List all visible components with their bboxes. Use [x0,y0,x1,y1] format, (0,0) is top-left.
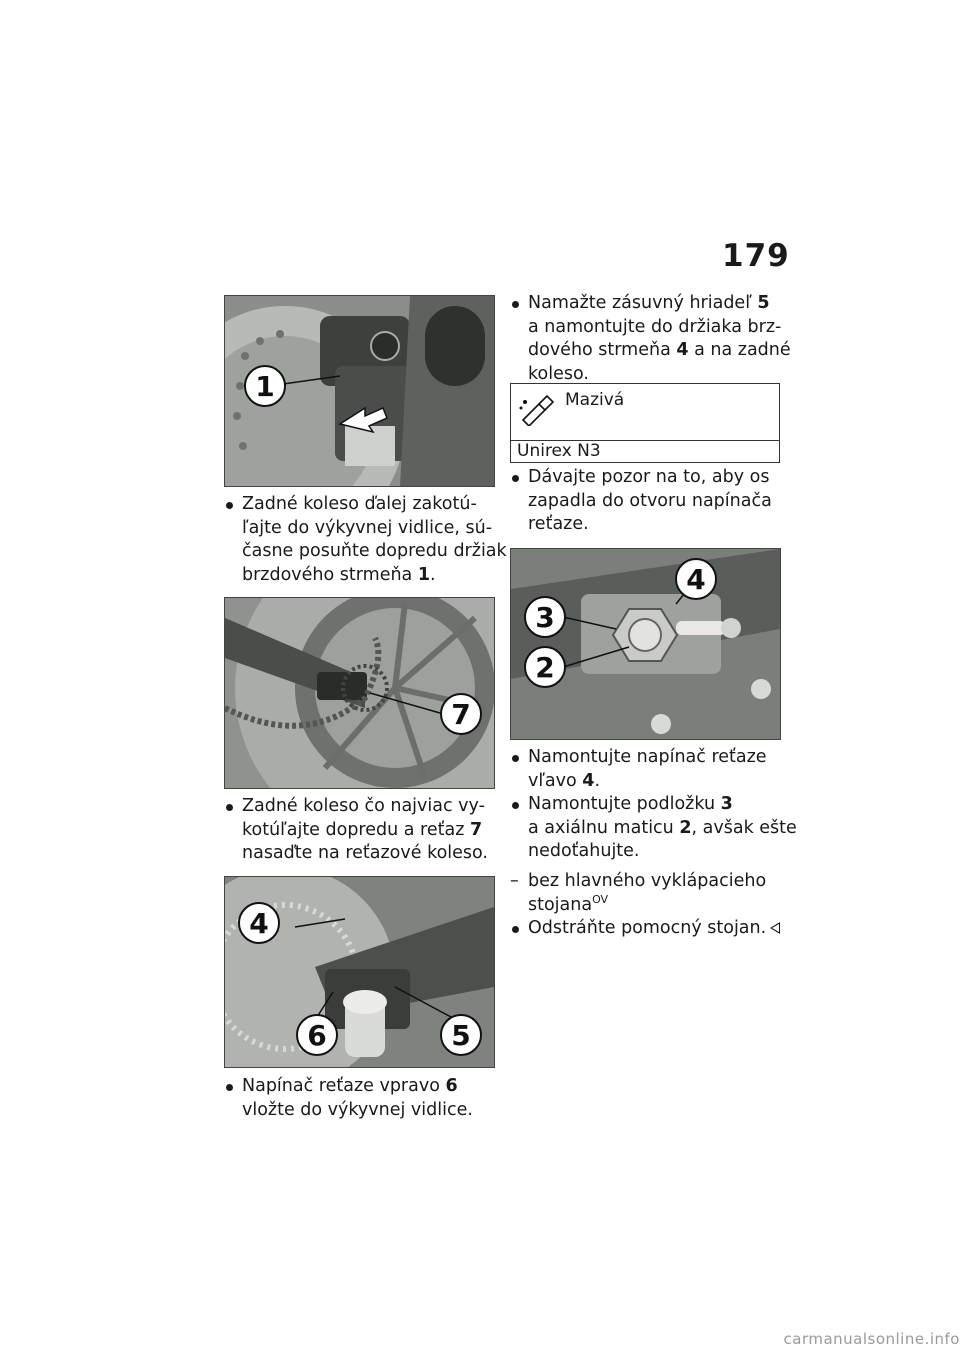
figure-chain-sprocket: 7 [224,597,495,789]
step-3: Napínač reťaze vpravo 6 vložte do výkyvn… [224,1075,496,1122]
step-1-line: časne posuňte dopredu držiak [242,541,507,561]
bullet-icon [512,802,519,809]
step-1: Zadné koleso ďalej zakotú- ľajte do výky… [224,493,507,587]
step-2-line: nasaďte na reťazové koleso. [242,843,488,863]
callout-2: 2 [535,651,554,684]
ref-number: 7 [469,819,483,840]
bullet-icon [512,926,519,933]
step-7-line: , avšak ešte [691,817,797,838]
step-4-line: koleso. [528,363,589,384]
step-1-line: Zadné koleso ďalej zakotú- [242,494,477,514]
punctuation: . [430,564,436,585]
step-7-line: Namontujte podložku [528,794,721,814]
step-7-line: nedoťahujte. [528,841,640,861]
step-1-line: ľajte do výkyvnej vidlice, sú- [242,517,493,538]
lubricant-title: Mazivá [565,390,625,410]
bullet-icon [226,1084,233,1091]
step-7-line: a axiálnu maticu [528,817,680,838]
punctuation: . [594,770,601,791]
condition-line: bez hlavného vyklápacieho [528,871,767,891]
bullet-icon [512,755,519,762]
ref-number: 6 [445,1076,458,1096]
dash-marker: – [510,871,519,891]
ref-number: 2 [679,817,692,838]
ref-number: 5 [757,293,770,313]
figure-brake-caliper-carrier: 1 [224,295,495,487]
callout-6: 6 [307,1019,326,1052]
step-2-line: Zadné koleso čo najviac vy- [242,796,485,816]
step-4: Namažte zásuvný hriadeľ 5 a namontujte d… [510,292,791,386]
figure-chain-adjuster-right: 4 6 5 [224,876,495,1068]
step-6-line: Namontujte napínač reťaze [528,747,767,767]
step-4-line: a na zadné [688,340,791,360]
step-2-line: kotúľajte dopredu a reťaz [242,819,470,840]
step-6-line: vľavo [528,770,583,791]
callout-4: 4 [249,907,268,940]
step-8: Odstráňte pomocný stojan. [510,917,782,941]
step-5: Dávajte pozor na to, aby os zapadla do o… [510,466,782,537]
step-2: Zadné koleso čo najviac vy- kotúľajte do… [224,795,496,866]
bullet-icon [226,804,233,811]
step-3-line: Napínač reťaze vpravo [242,1076,446,1096]
lubricant-table: Mazivá Unirex N3 [510,383,780,463]
lubricant-value: Unirex N3 [517,441,601,461]
end-of-section-icon [770,922,781,934]
optional-equipment-marker: OV [592,892,609,906]
step-5-line: Dávajte pozor na to, aby os [528,467,770,487]
step-6: Namontujte napínač reťaze vľavo 4. [510,746,782,793]
callout-4: 4 [686,563,705,596]
step-4-line: a namontujte do držiaka brz- [528,316,782,337]
step-8-line: Odstráňte pomocný stojan. [528,918,767,938]
ref-number: 3 [720,794,733,814]
callout-3: 3 [535,601,554,634]
bullet-icon [226,502,233,509]
page-number: 179 [722,238,790,274]
ref-number: 4 [676,340,689,360]
step-7: Namontujte podložku 3 a axiálnu maticu 2… [510,793,797,864]
lubricant-grease-gun-icon [519,394,555,426]
bullet-icon [512,301,519,308]
ref-number: 4 [582,770,595,791]
ref-number: 1 [417,564,431,585]
step-3-line: vložte do výkyvnej vidlice. [242,1099,473,1120]
callout-1: 1 [255,370,274,403]
callout-7: 7 [451,698,470,731]
condition-line: stojana [528,894,593,915]
step-4-line: Namažte zásuvný hriadeľ [528,293,758,313]
step-5-line: reťaze. [528,514,589,534]
bullet-icon [512,475,519,482]
step-5-line: zapadla do otvoru napínača [528,490,772,511]
condition: – bez hlavného vyklápacieho stojanaOV [510,870,782,917]
watermark: carmanualsonline.info [783,1330,960,1348]
callout-5: 5 [451,1019,470,1052]
step-1-line: brzdového strmeňa [242,564,418,585]
step-4-line: dového strmeňa [528,340,677,360]
figure-chain-adjuster-left: 4 3 2 [510,548,781,740]
